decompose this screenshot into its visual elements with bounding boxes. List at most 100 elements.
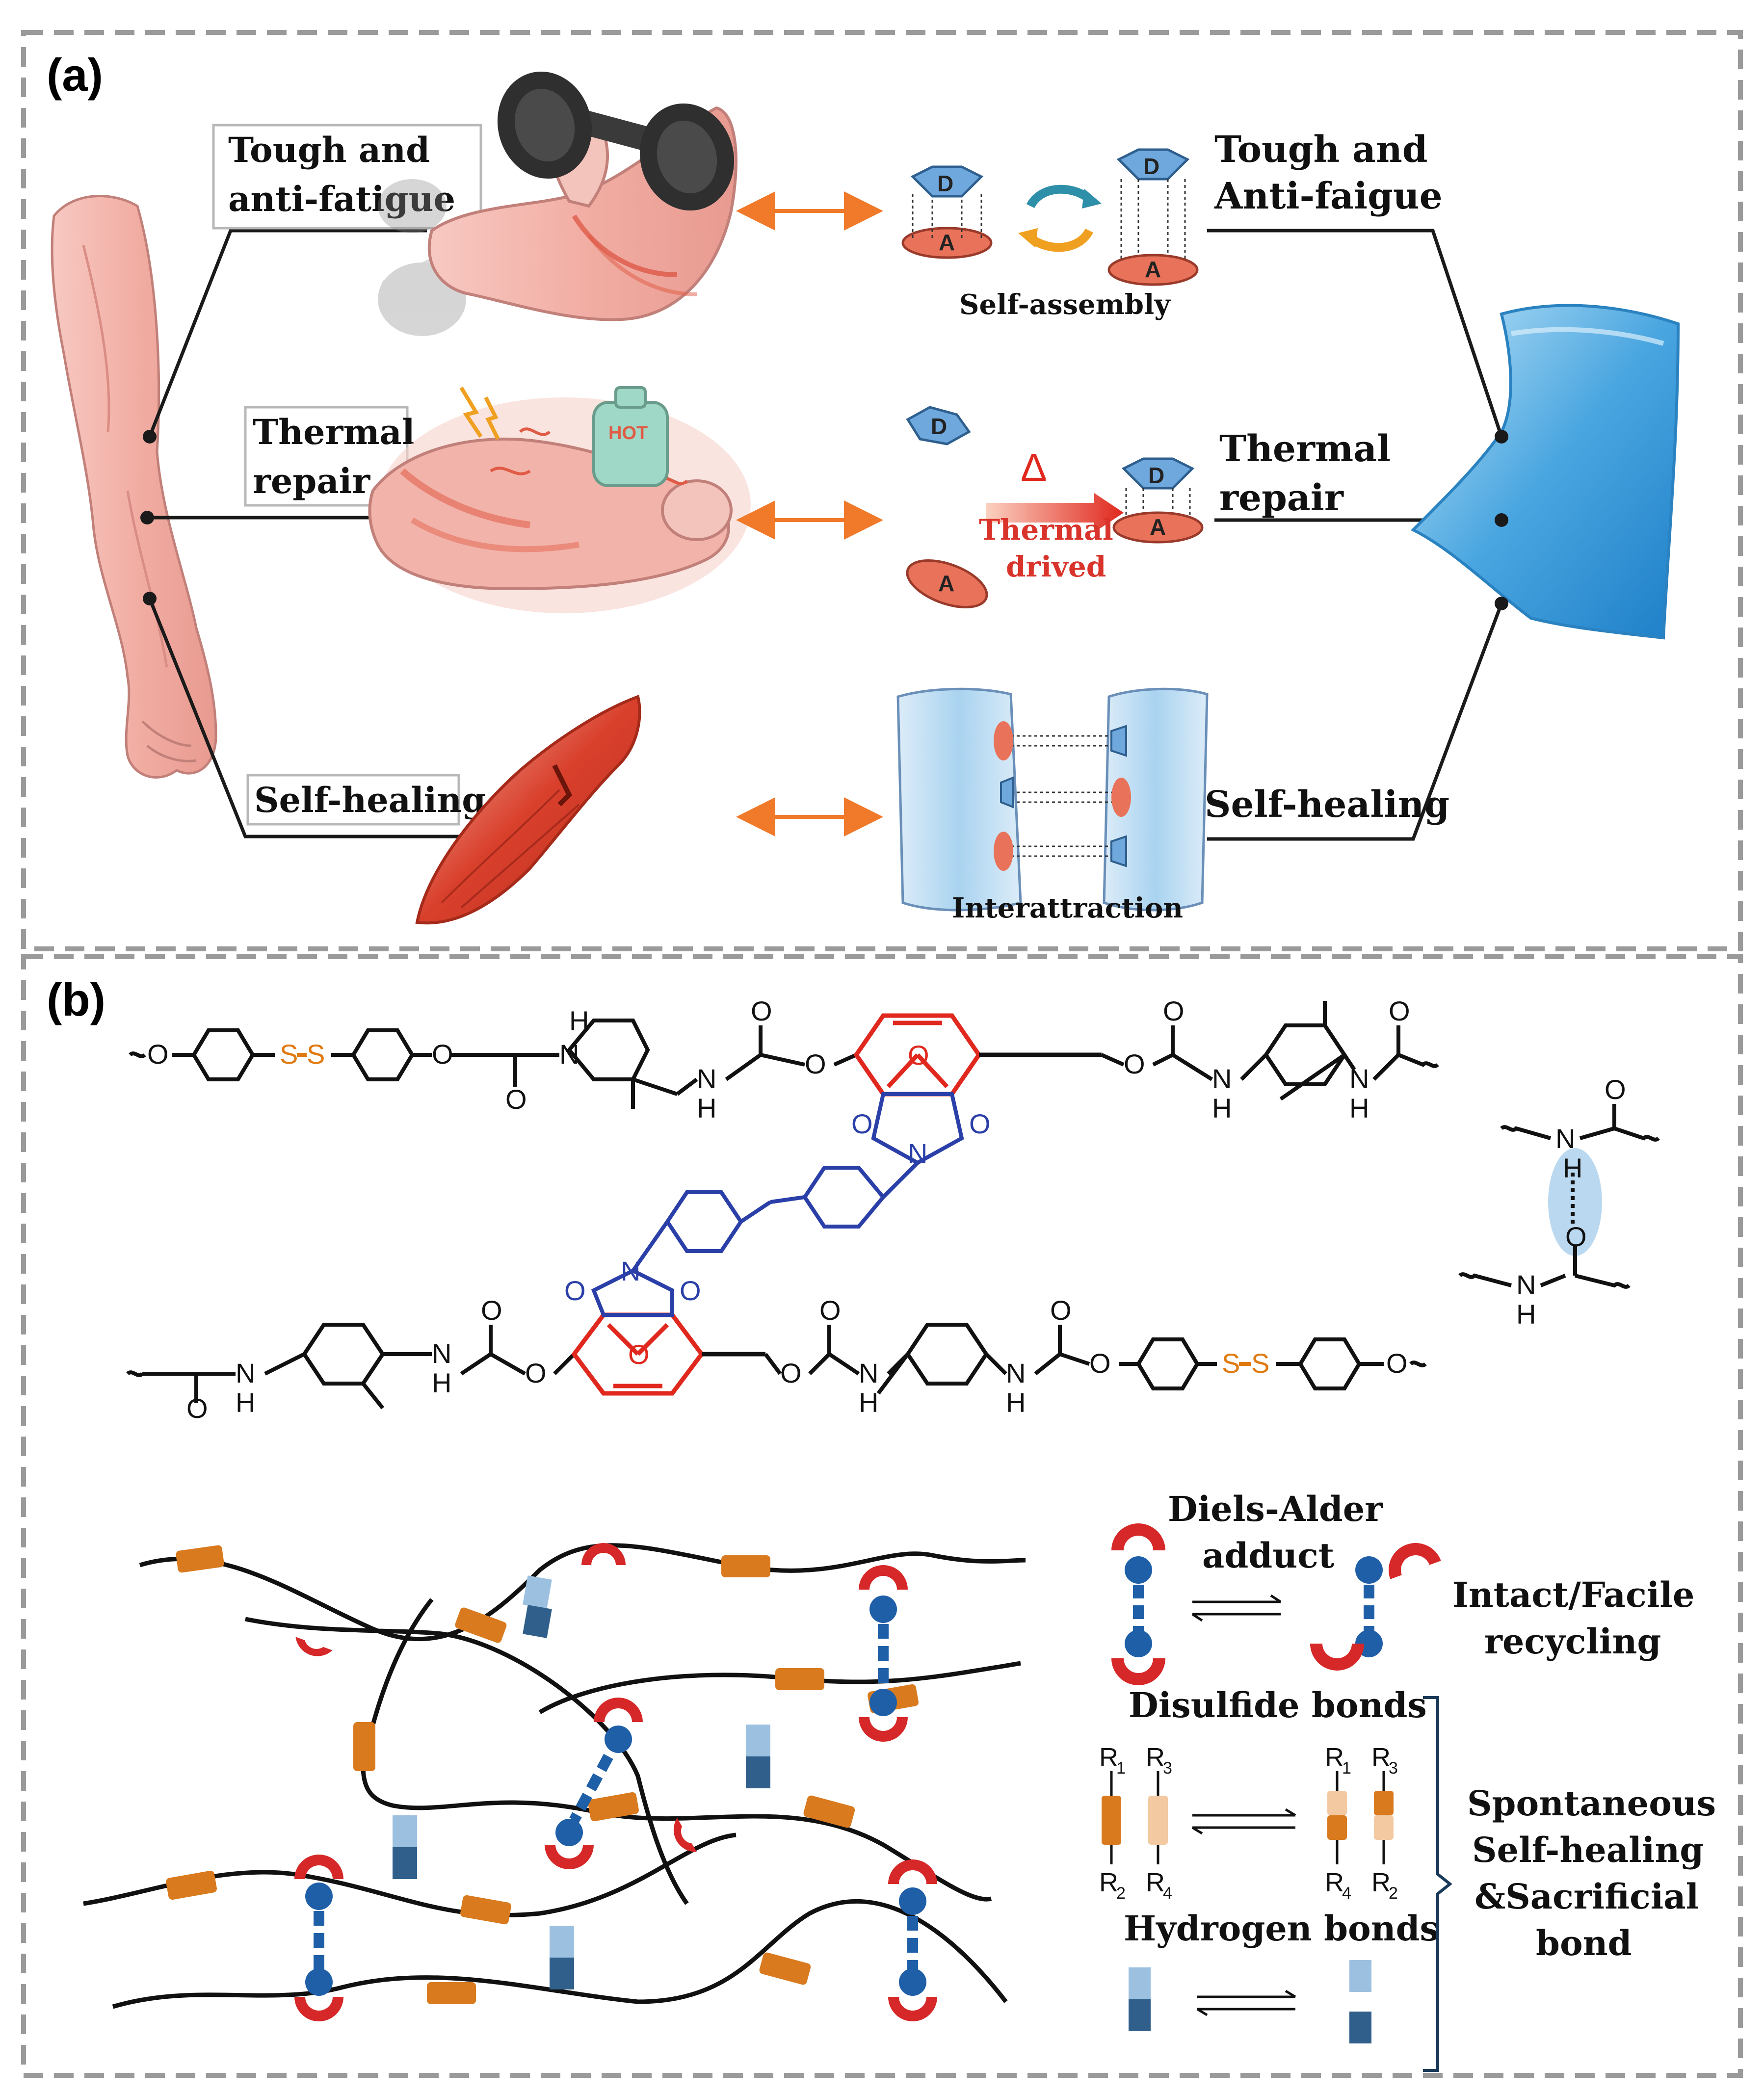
svg-text:R: R [1325, 1868, 1344, 1897]
thermal-repair-illustration: HOT [368, 386, 751, 613]
arm-dot-tough [143, 430, 157, 444]
svg-text:O: O [186, 1393, 208, 1424]
da-core-top [853, 1013, 1102, 1097]
svg-text:4: 4 [1163, 1884, 1172, 1903]
svg-text:S: S [307, 1039, 325, 1070]
label-box-tough [212, 124, 482, 230]
hydrogel-sheet [1410, 304, 1680, 640]
self-assembly-label: Self-assembly [959, 288, 1171, 321]
bismaleimide-linker [591, 1092, 964, 1317]
svg-text:N: N [859, 1358, 878, 1388]
label-tough-line1: Tough and [228, 130, 430, 170]
svg-text:O: O [851, 1108, 873, 1139]
legend-spont-line2: Self-healing [1472, 1830, 1704, 1870]
svg-text:O: O [1605, 1074, 1626, 1105]
panel-a-label: (a) [47, 49, 103, 101]
right-thermal-line2: repair [1219, 477, 1344, 519]
svg-text:N: N [1516, 1269, 1536, 1300]
svg-text:R: R [1371, 1743, 1391, 1772]
arm-dot-healing [143, 592, 157, 605]
self-assembly-cycle-arrows [1018, 184, 1102, 252]
svg-text:H: H [569, 1005, 589, 1036]
panel-a-frame [21, 30, 1743, 951]
acceptor-label-2: A [1145, 257, 1161, 282]
svg-text:O: O [1386, 1348, 1408, 1379]
label-box-self-healing [246, 774, 460, 826]
svg-text:N: N [432, 1338, 451, 1369]
acceptor-label-3: A [938, 571, 954, 596]
amide-hydrogen-bond: N H O O N H [1458, 1074, 1660, 1330]
svg-text:O: O [505, 1084, 527, 1115]
svg-text:R: R [1371, 1868, 1391, 1897]
svg-text:1: 1 [1342, 1759, 1351, 1778]
legend-recycle-line1: Intact/Facile [1452, 1574, 1694, 1615]
network-da-adducts [294, 1543, 937, 2021]
svg-text:N: N [621, 1256, 640, 1286]
svg-text:O: O [1050, 1295, 1072, 1326]
chem-atoms: O S S O O N H N H O O O O O N H N H O O … [147, 995, 1410, 1424]
svg-text:O: O [1565, 1221, 1587, 1252]
label-thermal-line2: repair [253, 461, 370, 501]
svg-text:H: H [1516, 1299, 1536, 1330]
torn-muscle-illustration [415, 695, 641, 925]
svg-text:3: 3 [1163, 1759, 1172, 1778]
right-tough-line1: Tough and [1214, 129, 1428, 171]
legend-hydrogen-title: Hydrogen bonds [1124, 1908, 1439, 1949]
chemical-structure [126, 1001, 1439, 1410]
svg-text:O: O [908, 1040, 929, 1071]
da-pair-assembled-left: A D [901, 165, 993, 259]
right-self-healing: Self-healing [1205, 784, 1449, 826]
delta-symbol: Δ [1021, 445, 1047, 489]
label-thermal-line1: Thermal [253, 412, 415, 452]
svg-text:N: N [236, 1358, 255, 1388]
svg-text:1: 1 [1116, 1759, 1126, 1778]
thermal-driven-separated: D A [906, 406, 988, 609]
legend-spont-line1: Spontaneous [1467, 1783, 1716, 1824]
svg-text:N: N [1006, 1358, 1026, 1388]
donor-label-4: D [1148, 463, 1164, 488]
svg-text:N: N [559, 1039, 579, 1070]
dumbbell-arm-illustration [378, 71, 737, 336]
legend-disulfide-equilibrium: R 1 R 3 R 2 R 4 R 1 R 3 R 4 R 2 [1099, 1743, 1398, 1903]
da-pair-thermal-repaired: D A [1112, 457, 1204, 544]
da-pair-assembled-right: D A [1107, 148, 1199, 286]
svg-text:S: S [1222, 1348, 1240, 1379]
svg-text:2: 2 [1116, 1884, 1126, 1903]
svg-text:O: O [805, 1048, 826, 1079]
svg-text:O: O [819, 1295, 841, 1326]
interattraction-gel-sheets [896, 687, 1209, 912]
human-arm-illustration [51, 195, 217, 779]
svg-text:S: S [1251, 1348, 1269, 1379]
donor-label-1: D [937, 171, 953, 196]
svg-text:O: O [751, 995, 772, 1026]
interattraction-label: Interattraction [952, 892, 1183, 924]
svg-text:N: N [1349, 1063, 1369, 1094]
svg-text:4: 4 [1342, 1884, 1351, 1903]
svg-text:N: N [697, 1063, 716, 1094]
svg-text:O: O [780, 1358, 802, 1388]
donor-label-2: D [1143, 154, 1159, 179]
acceptor-label-4: A [1150, 514, 1166, 540]
da-core-bottom [571, 1312, 765, 1396]
label-tough-line2: anti-fatigue [228, 179, 455, 219]
svg-text:N: N [1555, 1123, 1575, 1154]
svg-text:O: O [969, 1108, 991, 1139]
svg-text:H: H [432, 1367, 451, 1398]
right-tough-line2: Anti-faigue [1214, 175, 1443, 217]
svg-text:2: 2 [1389, 1884, 1398, 1903]
legend-recycle-line2: recycling [1484, 1621, 1661, 1662]
svg-text:H: H [1349, 1093, 1369, 1124]
panel-b-label: (b) [47, 974, 105, 1025]
svg-text:O: O [432, 1039, 453, 1070]
label-self-healing: Self-healing [254, 780, 486, 820]
svg-text:R: R [1146, 1743, 1165, 1772]
gel-dot-2 [1495, 513, 1508, 527]
hot-tag: HOT [608, 423, 648, 444]
legend-spont-line3: &Sacrificial [1474, 1876, 1699, 1917]
svg-text:S: S [280, 1039, 298, 1070]
svg-text:O: O [1163, 995, 1185, 1026]
gel-dot-3 [1495, 597, 1508, 610]
svg-text:H: H [1006, 1387, 1026, 1418]
